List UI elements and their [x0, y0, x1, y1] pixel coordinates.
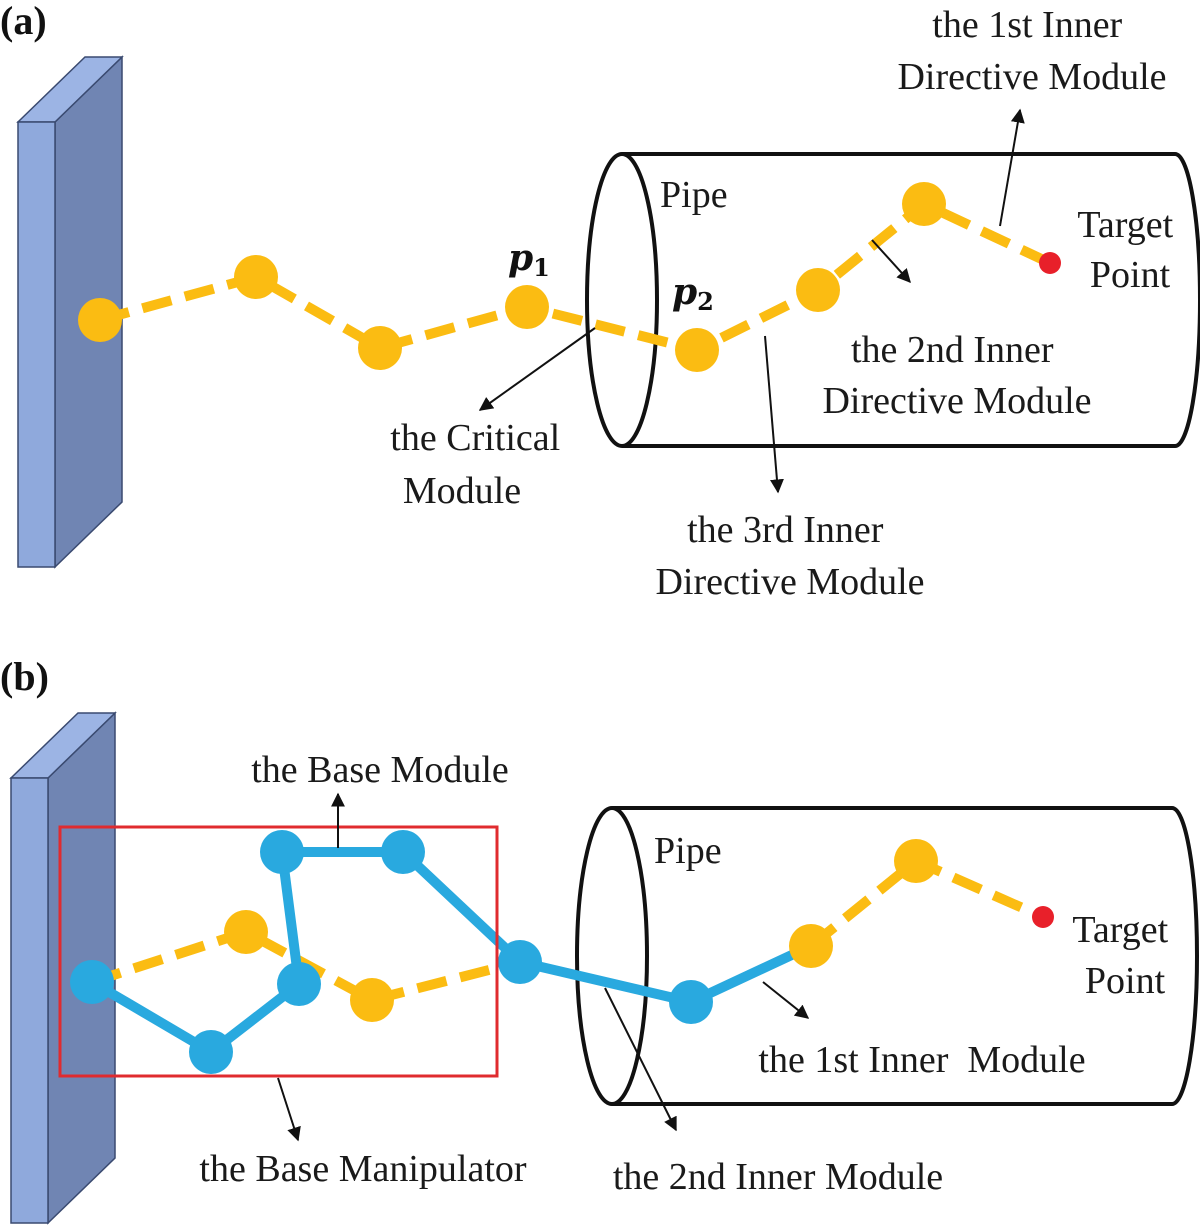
critical-label: the Critical Module [390, 417, 569, 512]
module-b-blue-1 [70, 960, 114, 1004]
chain-b-blue [70, 830, 1054, 1074]
target-label-b: Target Point [1072, 909, 1177, 1002]
target-point-b [1032, 906, 1054, 928]
arrow-inner2-b [604, 987, 677, 1132]
module-a-7 [902, 182, 946, 226]
pipe-b-opening [575, 806, 649, 1106]
pipe-a [585, 152, 1200, 448]
arrow-inner3 [764, 335, 784, 494]
module-b-blue-4 [260, 830, 304, 874]
base-module-label: the Base Module [251, 749, 509, 791]
wall-a-front [17, 121, 56, 568]
module-b-yellow-3 [789, 924, 833, 968]
arrow-inner1 [999, 108, 1025, 227]
inner1-label-a: the 1st Inner Directive Module [897, 4, 1166, 98]
inner2-label-a: the 2nd Inner Directive Module [822, 329, 1091, 422]
p1-label: p1 [508, 237, 550, 282]
panel-b: (b) Pipe [0, 654, 1199, 1225]
p2-label: p2 [672, 271, 714, 316]
target-point-a [1039, 252, 1061, 274]
pipe-a-body [622, 152, 1200, 448]
target-label-a: Target Point [1077, 204, 1182, 296]
arrow-inner1-b [762, 981, 810, 1019]
panel-a-tag: (a) [0, 0, 47, 43]
chain-b-yellow [90, 855, 1046, 1022]
pipe-b-label: Pipe [654, 830, 722, 872]
module-a-p2 [675, 328, 719, 372]
inner2-label-b: the 2nd Inner Module [613, 1156, 943, 1198]
base-manipulator-label: the Base Manipulator [199, 1148, 526, 1190]
base-manipulator-box [58, 825, 499, 1078]
panel-b-tag: (b) [0, 654, 49, 699]
wall-b-front [10, 777, 49, 1224]
module-b-blue-2 [189, 1030, 233, 1074]
module-b-yellow-1 [224, 910, 268, 954]
module-b-yellow-2 [350, 978, 394, 1022]
arrow-critical [478, 327, 596, 411]
pipe-a-label: Pipe [660, 174, 728, 216]
module-b-blue-3 [277, 962, 321, 1006]
module-b-blue-7 [669, 980, 713, 1024]
module-a-6 [796, 268, 840, 312]
chain-a-links [98, 198, 1053, 356]
module-b-blue-6 [498, 940, 542, 984]
module-b-yellow-4 [894, 839, 938, 883]
module-a-3 [358, 326, 402, 370]
module-b-blue-5 [381, 830, 425, 874]
inner1-label-b: the 1st Inner Module [758, 1039, 1085, 1081]
pipe-b [575, 806, 1199, 1106]
arrow-base-manipulator [277, 1077, 301, 1142]
module-a-p1 [505, 285, 549, 329]
module-a-2 [234, 255, 278, 299]
pipe-a-opening [585, 152, 659, 448]
panel-a: (a) Pipe p1 p2 [0, 0, 1200, 603]
inner3-label-a: the 3rd Inner Directive Module [655, 509, 924, 603]
arrow-inner2 [871, 239, 911, 284]
pipe-b-body [612, 806, 1199, 1106]
module-a-1 [78, 298, 122, 342]
chain-a [78, 182, 1061, 372]
